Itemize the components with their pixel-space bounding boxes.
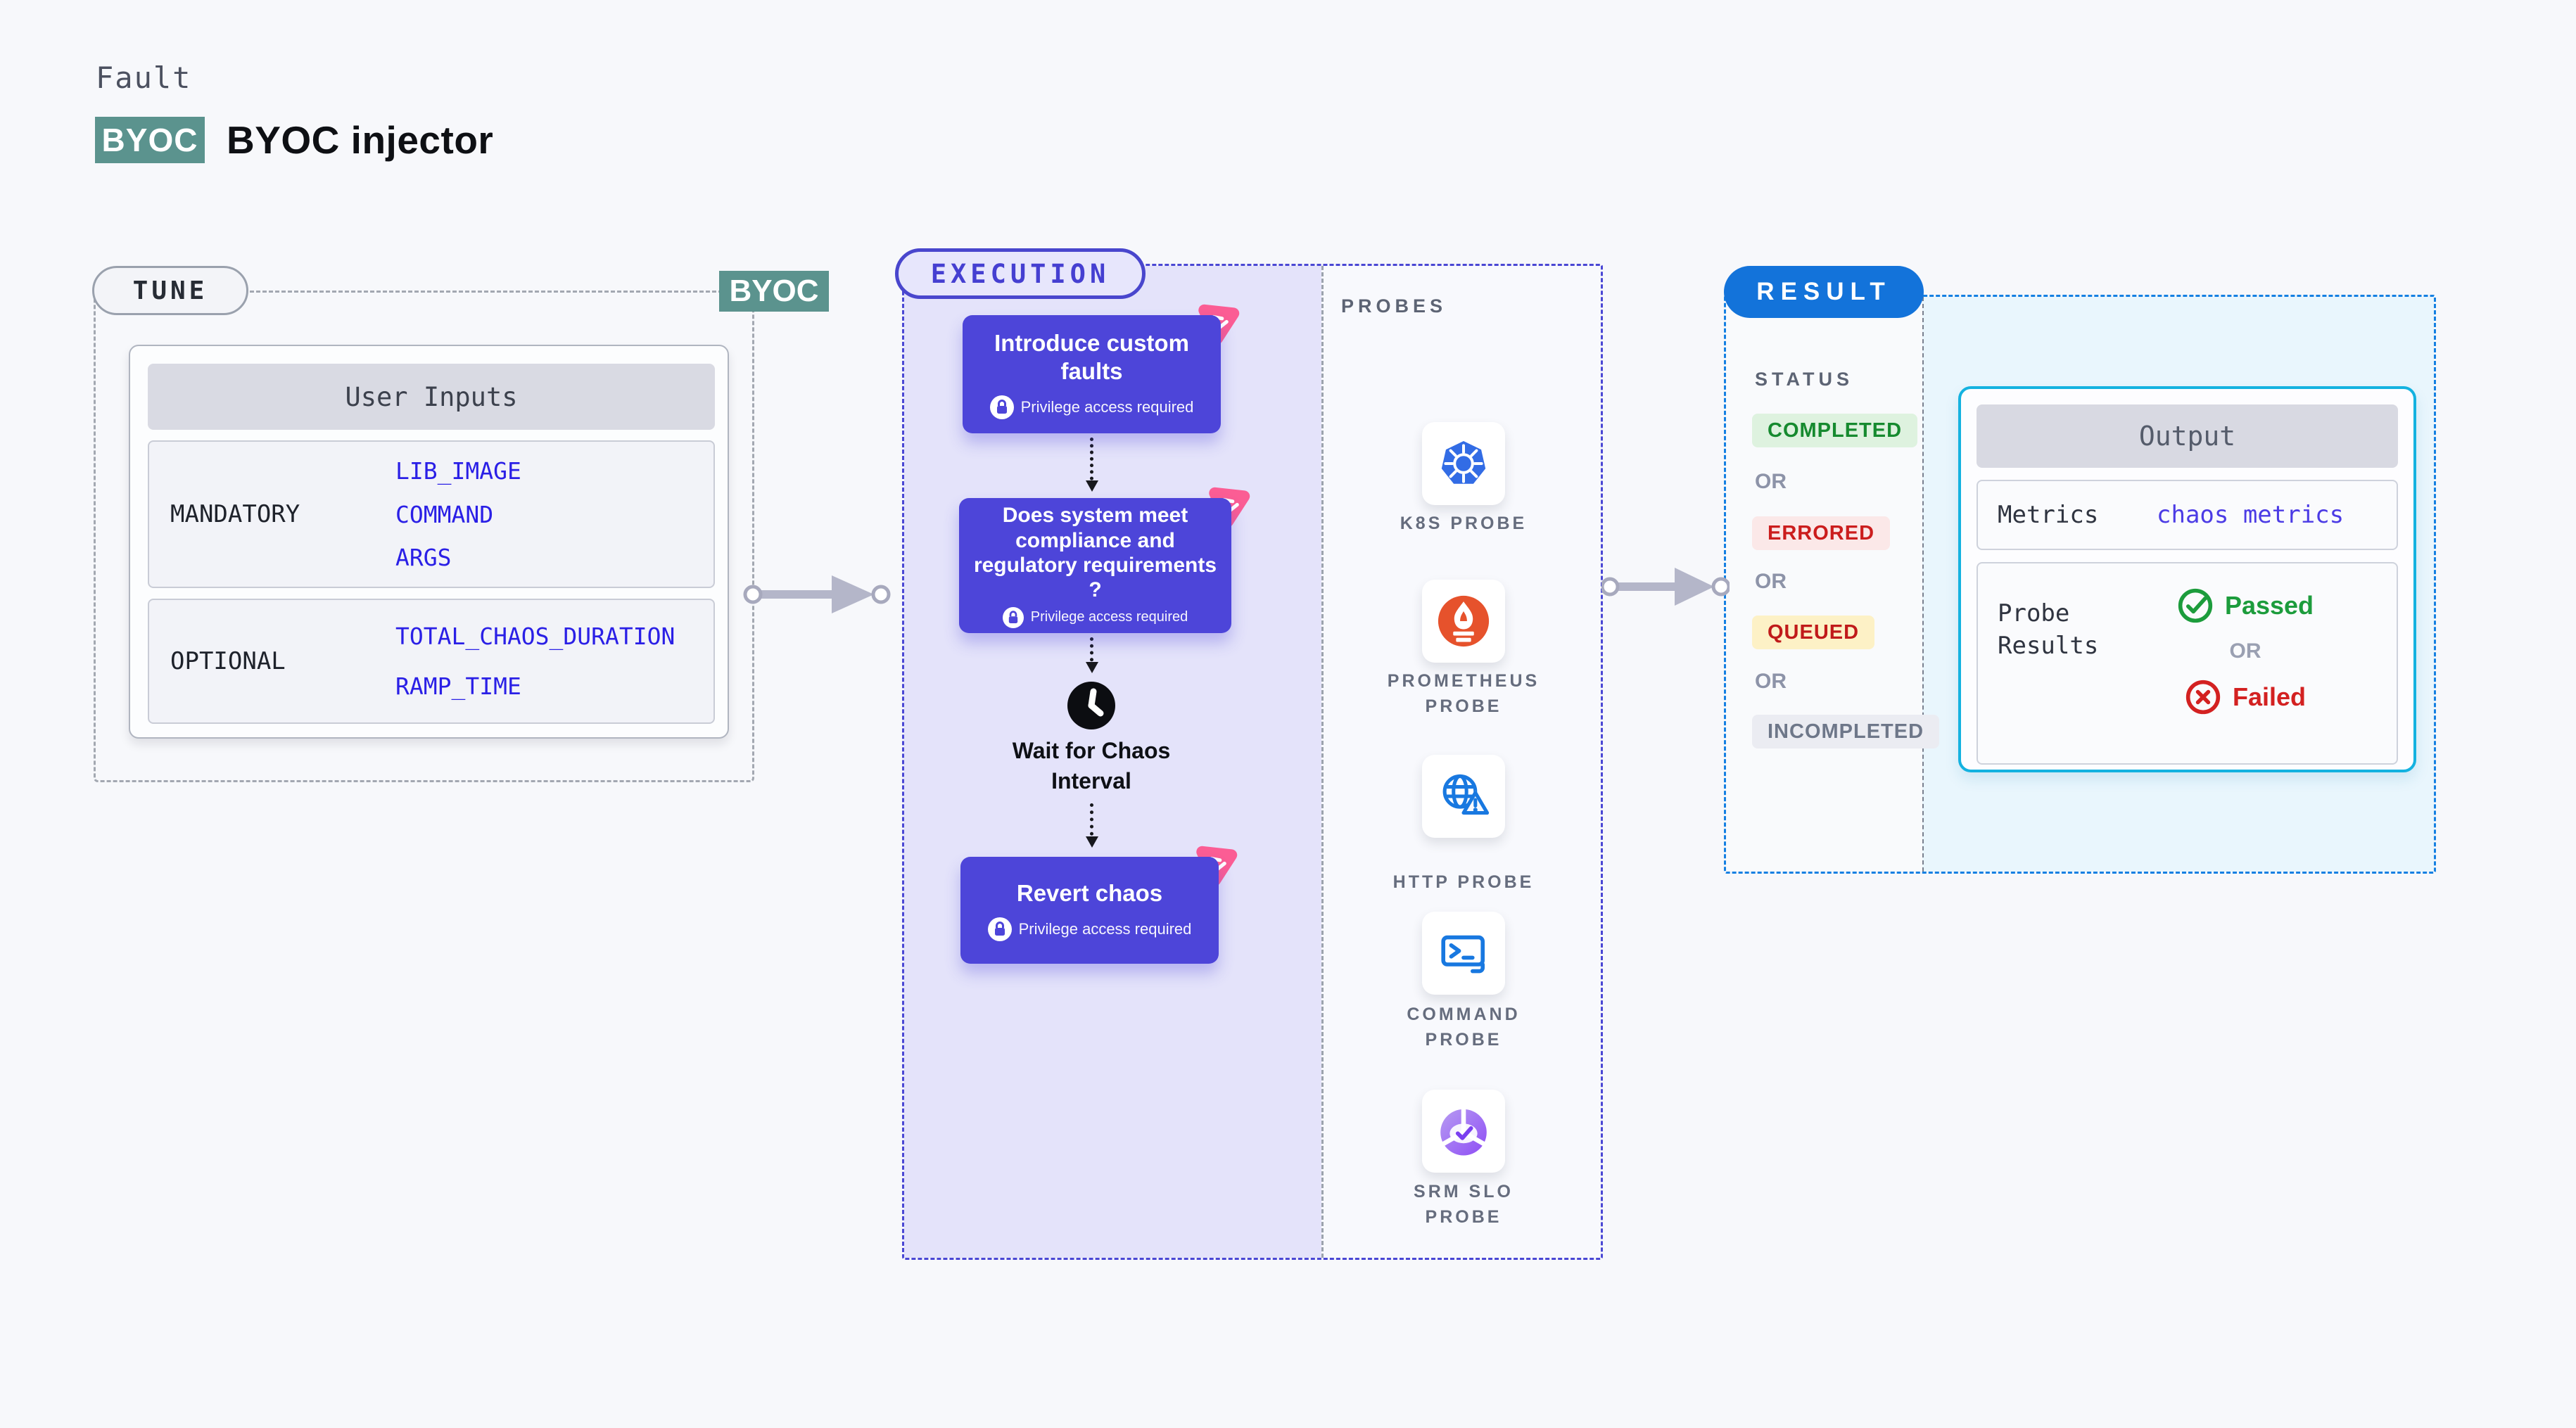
metrics-label: Metrics (1998, 501, 2099, 529)
or-separator: OR (1755, 570, 1787, 593)
fault-eyebrow: Fault (96, 60, 192, 95)
metrics-value: chaos metrics (2157, 501, 2345, 529)
param-total-chaos-duration: TOTAL_CHAOS_DURATION (395, 623, 675, 650)
metrics-row: Metrics chaos metrics (1977, 480, 2398, 550)
execution-section-label: EXECUTION (895, 248, 1146, 299)
node-compliance-check: Does system meet compliance and regulato… (959, 498, 1231, 633)
execution-to-result-arrow-icon (1601, 568, 1730, 606)
or-separator: OR (2229, 639, 2261, 663)
probe-card-srm-slo (1422, 1090, 1505, 1173)
probe-results-label: Probe Results (1998, 599, 2099, 660)
privilege-note-text: Privilege access required (1018, 920, 1192, 938)
check-circle-icon (2178, 588, 2213, 623)
probe-card-command (1422, 912, 1505, 995)
probe-label-http: HTTP PROBE (1392, 872, 1535, 892)
lock-icon (989, 395, 1014, 420)
passed-label: Passed (2224, 591, 2314, 620)
status-column-area (1726, 297, 1922, 872)
kubernetes-icon (1441, 441, 1486, 484)
status-badge-completed: COMPLETED (1752, 414, 1918, 447)
flow-connector (1086, 803, 1098, 848)
privilege-note: Privilege access required (1002, 606, 1188, 628)
failed-label: Failed (2232, 682, 2307, 711)
status-heading: STATUS (1755, 369, 1853, 390)
output-card: Output Metrics chaos metrics Probe Resul… (1958, 386, 2416, 772)
probe-results-row: Probe Results Passed OR Failed (1977, 562, 2398, 765)
mandatory-params: LIB_IMAGE COMMAND ARGS (395, 442, 706, 587)
probe-label-prometheus: PROMETHEUS PROBE (1387, 671, 1540, 716)
privilege-note: Privilege access required (989, 395, 1194, 420)
user-inputs-table: User Inputs MANDATORY LIB_IMAGE COMMAND … (129, 345, 729, 739)
clock-icon (1067, 682, 1115, 729)
probe-card-prometheus (1422, 580, 1505, 663)
probe-label-srm-slo: SRM SLO PROBE (1414, 1182, 1514, 1227)
probe-card-http (1422, 755, 1505, 838)
probe-card-k8s (1422, 422, 1505, 505)
globe-warning-icon (1442, 774, 1490, 815)
result-section-label: RESULT (1724, 266, 1924, 318)
node-title: Does system meet compliance and regulato… (973, 504, 1217, 602)
privilege-note-text: Privilege access required (1030, 609, 1188, 625)
tune-section-box (94, 291, 754, 782)
status-badge-queued: QUEUED (1752, 616, 1875, 649)
slo-pie-icon (1440, 1107, 1487, 1156)
terminal-icon (1441, 935, 1485, 974)
probe-result-outcomes: Passed OR Failed (2140, 587, 2351, 715)
or-separator: OR (1755, 670, 1787, 693)
privilege-note-text: Privilege access required (1020, 398, 1194, 416)
mandatory-label: MANDATORY (170, 500, 300, 528)
byoc-header-badge: BYOC (95, 117, 205, 163)
node-introduce-custom-faults: Introduce custom faults Privilege access… (963, 315, 1221, 433)
node-title: Revert chaos (1016, 879, 1163, 906)
user-inputs-header: User Inputs (148, 364, 715, 430)
prometheus-icon (1438, 595, 1490, 647)
flow-connector (1086, 637, 1098, 673)
lock-icon (1002, 606, 1024, 628)
node-title: Introduce custom faults (994, 329, 1189, 384)
or-separator: OR (1755, 470, 1787, 493)
optional-params: TOTAL_CHAOS_DURATION RAMP_TIME (395, 600, 706, 722)
param-args: ARGS (395, 543, 452, 571)
param-lib-image: LIB_IMAGE (395, 457, 521, 485)
flow-connector (1086, 438, 1098, 492)
privilege-note: Privilege access required (987, 917, 1192, 942)
byoc-corner-badge: BYOC (719, 271, 829, 312)
param-ramp-time: RAMP_TIME (395, 672, 521, 700)
param-command: COMMAND (395, 500, 494, 528)
page-title: BYOC injector (227, 118, 494, 162)
wait-for-chaos-interval-label: Wait for Chaos Interval (1012, 738, 1171, 793)
mandatory-params-row: MANDATORY LIB_IMAGE COMMAND ARGS (148, 440, 715, 588)
probe-label-command: COMMAND PROBE (1407, 1005, 1521, 1050)
passed-outcome: Passed (2177, 587, 2314, 624)
lock-icon (987, 917, 1012, 942)
status-badge-errored: ERRORED (1752, 516, 1891, 550)
optional-params-row: OPTIONAL TOTAL_CHAOS_DURATION RAMP_TIME (148, 599, 715, 724)
tune-section-label: TUNE (92, 266, 248, 315)
probe-label-k8s: K8S PROBE (1400, 514, 1528, 533)
status-badge-incompleted: INCOMPLETED (1752, 715, 1940, 748)
tune-to-execution-arrow-icon (743, 575, 891, 613)
failed-outcome: Failed (2185, 679, 2306, 715)
node-revert-chaos: Revert chaos Privilege access required (960, 857, 1219, 964)
probes-column-label: PROBES (1341, 295, 1447, 317)
optional-label: OPTIONAL (170, 647, 286, 675)
output-header: Output (1977, 404, 2398, 468)
x-circle-icon (2185, 680, 2221, 715)
